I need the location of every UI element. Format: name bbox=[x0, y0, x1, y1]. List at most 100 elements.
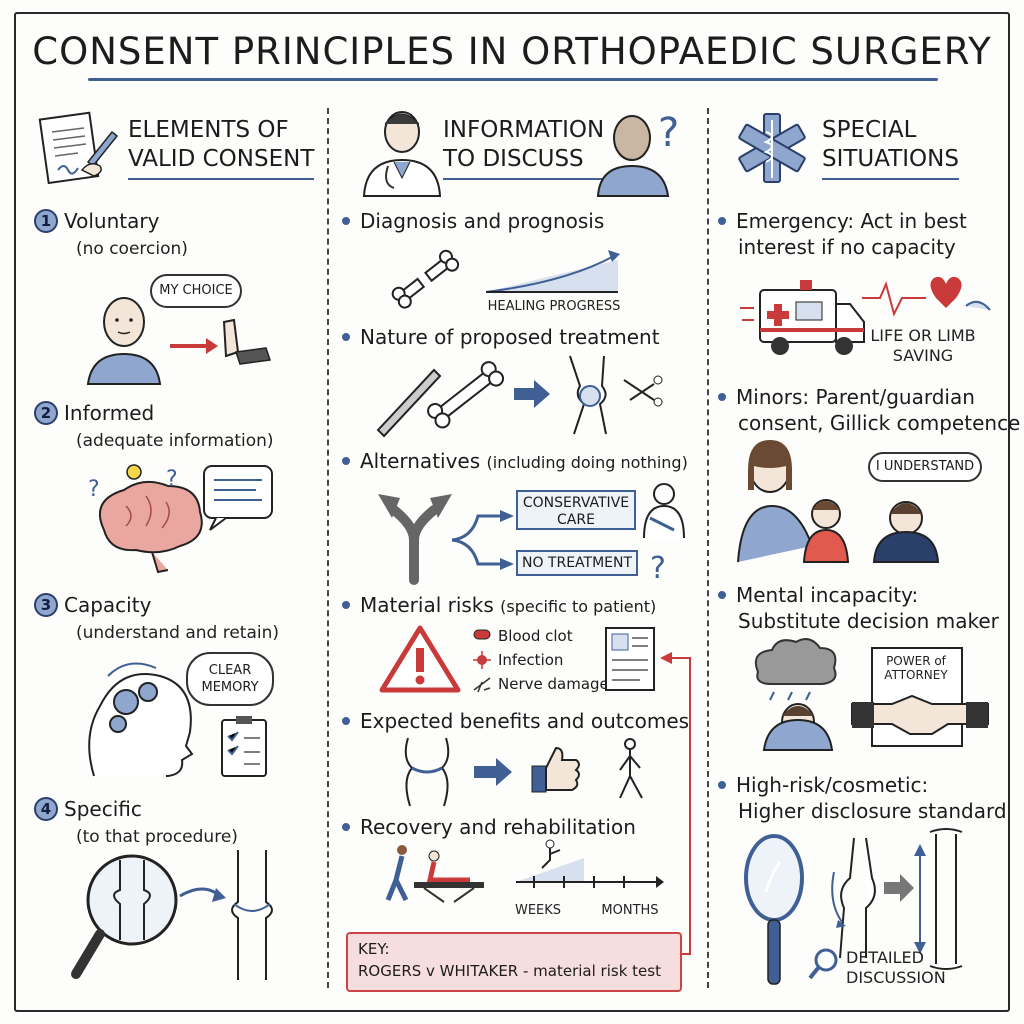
info-title: Expected benefits and outcomes bbox=[360, 709, 690, 733]
info-material-risks: Material risks (specific to patient) bbox=[342, 592, 656, 620]
element-title: Specific bbox=[64, 797, 142, 821]
healing-progress-label: HEALING PROGRESS bbox=[487, 299, 621, 314]
poster-title: CONSENT PRINCIPLES IN ORTHOPAEDIC SURGER… bbox=[32, 30, 992, 73]
signing-document-icon bbox=[38, 111, 119, 185]
column-divider-2 bbox=[707, 108, 709, 988]
patient-question-icon: ? bbox=[596, 110, 679, 197]
element-subtitle: (understand and retain) bbox=[76, 623, 280, 643]
rehab-timeline-icon bbox=[385, 839, 664, 903]
thought-bubble: MY CHOICE bbox=[150, 274, 242, 308]
life-or-limb-line2: SAVING bbox=[892, 346, 954, 365]
column1-header: ELEMENTS OF VALID CONSENT bbox=[128, 116, 315, 180]
special-high-risk-cosmetic: High-risk/cosmetic: Higher disclosure st… bbox=[718, 772, 1007, 824]
sling-patient-icon: ? bbox=[643, 483, 685, 586]
doctor-icon bbox=[362, 111, 442, 197]
timeline-weeks-label: WEEKS bbox=[514, 903, 562, 918]
number-badge: 4 bbox=[34, 797, 58, 821]
risk-infection: Infection bbox=[498, 651, 564, 669]
column2-header: INFORMATION TO DISCUSS bbox=[443, 116, 605, 180]
parent-child-icon bbox=[737, 440, 940, 563]
magnified-knee-icon bbox=[71, 850, 273, 980]
info-title: Recovery and rehabilitation bbox=[360, 815, 636, 839]
element-title: Voluntary bbox=[64, 209, 160, 233]
special-title: High-risk/cosmetic: bbox=[736, 773, 929, 797]
warning-icon bbox=[379, 625, 461, 693]
detailed-discussion-label: DETAILED DISCUSSION bbox=[846, 948, 956, 988]
speech-bubble: I UNDERSTAND bbox=[868, 452, 982, 482]
broken-bone-progress-icon bbox=[391, 249, 620, 309]
poa-line2: ATTORNEY bbox=[884, 668, 948, 682]
info-note: (including doing nothing) bbox=[486, 453, 688, 472]
power-of-attorney-label: POWER of ATTORNEY bbox=[874, 654, 958, 682]
special-title-line2: interest if no capacity bbox=[738, 235, 956, 259]
info-note: (specific to patient) bbox=[500, 597, 657, 616]
clouded-mind-icon bbox=[754, 638, 837, 751]
column2-header-line2: TO DISCUSS bbox=[443, 146, 584, 172]
risk-icons bbox=[473, 629, 491, 693]
bubble-text-line1: CLEAR bbox=[208, 663, 252, 678]
special-title: Mental incapacity: bbox=[736, 583, 919, 607]
info-title: Alternatives bbox=[360, 449, 481, 473]
key-connector-arrow bbox=[660, 652, 691, 955]
bubble-text: MY CHOICE bbox=[159, 283, 233, 298]
title-underline bbox=[88, 78, 938, 81]
info-nature: Nature of proposed treatment bbox=[342, 324, 660, 350]
special-emergency: Emergency: Act in best interest if no ca… bbox=[718, 208, 967, 260]
number-badge: 1 bbox=[34, 209, 58, 233]
element-subtitle: (adequate information) bbox=[76, 431, 274, 451]
special-title: Minors: Parent/guardian bbox=[736, 385, 975, 409]
info-recovery: Recovery and rehabilitation bbox=[342, 814, 636, 840]
bubble-text-line2: MEMORY bbox=[201, 680, 259, 695]
power-of-attorney-handshake-icon bbox=[851, 647, 989, 747]
svg-text:?: ? bbox=[650, 551, 666, 586]
fork-arrows-icon bbox=[378, 494, 514, 585]
life-or-limb-line1: LIFE OR LIMB bbox=[870, 326, 976, 345]
column3-header-line2: SITUATIONS bbox=[822, 146, 959, 172]
risk-blood-clot: Blood clot bbox=[498, 627, 573, 645]
key-label: KEY: bbox=[358, 940, 390, 958]
column-divider-1 bbox=[327, 108, 329, 988]
detailed-line1: DETAILED bbox=[846, 948, 924, 967]
number-badge: 3 bbox=[34, 593, 58, 617]
risk-nerve-damage: Nerve damage bbox=[498, 675, 609, 693]
conservative-care-box: CONSERVATIVE CARE bbox=[516, 490, 636, 530]
special-minors: Minors: Parent/guardian consent, Gillick… bbox=[718, 384, 1020, 436]
special-mental-incapacity: Mental incapacity: Substitute decision m… bbox=[718, 582, 999, 634]
key-text: ROGERS v WHITAKER - material risk test bbox=[358, 962, 661, 980]
timeline-months-label: MONTHS bbox=[601, 903, 659, 918]
brain-information-icon: ? ? bbox=[88, 464, 273, 574]
element-title: Capacity bbox=[64, 593, 152, 617]
special-title: Emergency: Act in best bbox=[736, 209, 967, 233]
info-title: Material risks bbox=[360, 593, 494, 617]
column1-header-line2: VALID CONSENT bbox=[128, 146, 315, 172]
special-title-line2: Substitute decision maker bbox=[738, 609, 999, 633]
element-title: Informed bbox=[64, 401, 155, 425]
number-badge: 2 bbox=[34, 401, 58, 425]
svg-text:?: ? bbox=[658, 110, 679, 156]
key-box: KEY: ROGERS v WHITAKER - material risk t… bbox=[346, 932, 682, 992]
element-subtitle: (to that procedure) bbox=[76, 827, 238, 847]
thought-bubble: CLEAR MEMORY bbox=[186, 652, 274, 706]
svg-text:?: ? bbox=[88, 477, 100, 502]
special-title-line2: consent, Gillick competence bbox=[738, 411, 1021, 435]
risk-list: Blood clot Infection Nerve damage bbox=[498, 624, 609, 696]
element-subtitle: (no coercion) bbox=[76, 239, 188, 259]
info-title: Nature of proposed treatment bbox=[360, 325, 660, 349]
patient-record-icon bbox=[605, 627, 655, 691]
poster-frame bbox=[14, 12, 1010, 1012]
info-alternatives: Alternatives (including doing nothing) bbox=[342, 448, 688, 476]
ambulance-heartbeat-icon bbox=[740, 276, 991, 355]
mirror-bones-icon bbox=[744, 828, 963, 985]
info-benefits: Expected benefits and outcomes bbox=[342, 708, 689, 734]
svg-text:?: ? bbox=[166, 467, 178, 492]
healthy-joint-thumbs-up-icon bbox=[404, 737, 643, 807]
person-refusing-icon bbox=[86, 297, 271, 385]
bubble-text: I UNDERSTAND bbox=[875, 459, 975, 474]
info-diagnosis: Diagnosis and prognosis bbox=[342, 208, 604, 234]
special-title-line2: Higher disclosure standard bbox=[738, 799, 1007, 823]
column3-header: SPECIAL SITUATIONS bbox=[822, 116, 959, 180]
